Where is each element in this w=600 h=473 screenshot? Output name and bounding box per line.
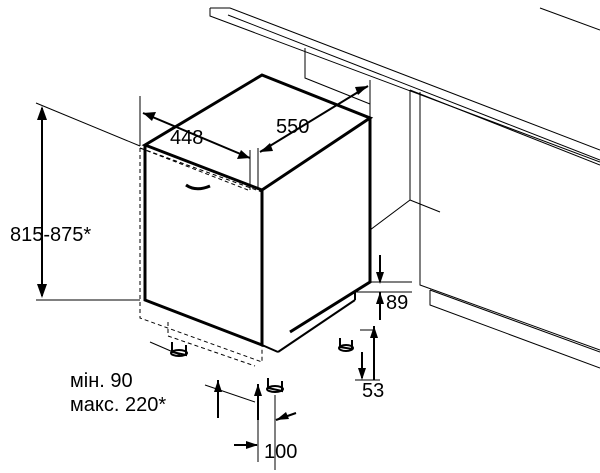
- door-gap-dimension: [234, 395, 297, 470]
- depth-dimension: [257, 80, 371, 190]
- height-dimension: [35, 102, 141, 301]
- door-gap-label: 100: [264, 441, 297, 463]
- dishwasher-feet: [170, 338, 354, 393]
- max-label: макс. 220*: [70, 394, 166, 416]
- plinth-bottom-dimension: [355, 326, 380, 381]
- door-handle: [185, 183, 211, 191]
- depth-label: 550: [276, 116, 309, 138]
- min-label: мін. 90: [70, 370, 133, 392]
- countertop-outline: [209, 7, 600, 369]
- door-panel-outline: [139, 147, 263, 367]
- plinth-top-dimension: [356, 255, 412, 320]
- plinth-top-label: 89: [386, 292, 408, 314]
- plinth-bottom-label: 53: [362, 380, 384, 402]
- height-label: 815-875*: [10, 224, 91, 246]
- min-max-dimension: [149, 341, 262, 420]
- width-dimension: [139, 96, 251, 190]
- dishwasher-body: [141, 73, 374, 353]
- width-label: 448: [170, 127, 203, 149]
